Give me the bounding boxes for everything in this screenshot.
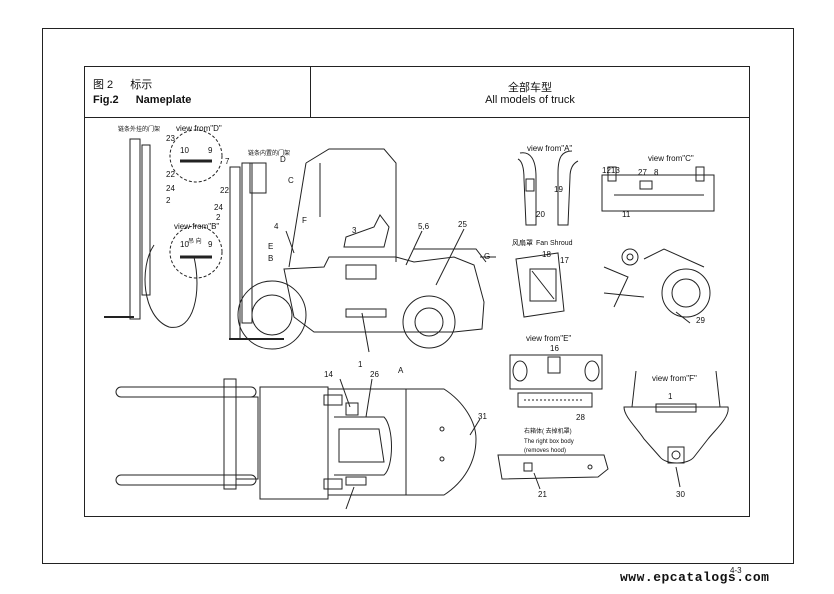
note-mast-outer: 链条外挂的门架: [118, 125, 160, 133]
direction-d: D: [280, 155, 286, 164]
note-mast-inner: 链条内置的门架: [248, 149, 290, 157]
view-a-label: view from"A": [527, 144, 572, 153]
dial-b: [169, 225, 223, 279]
direction-g: G: [484, 252, 490, 261]
view-c-label: view from"C": [648, 154, 694, 163]
callout-29: 29: [696, 316, 705, 325]
callout-26: 26: [370, 370, 379, 379]
callout-9-top: 9: [208, 146, 213, 155]
callout-19: 19: [554, 185, 563, 194]
direction-f: F: [302, 216, 307, 225]
view-f-label: view from"F": [652, 374, 697, 383]
callout-22-a: 22: [166, 170, 175, 179]
detail-view-f: [623, 370, 729, 488]
direction-e: E: [268, 242, 273, 251]
rear-wheel: [402, 295, 456, 349]
callout-30: 30: [676, 490, 685, 499]
key-switch-view: [603, 248, 711, 324]
callout-8: 8: [654, 168, 659, 177]
figure-header: 图 2 标示 Fig.2 Nameplate 全部车型 All models o…: [84, 66, 750, 118]
detail-view-a: [517, 150, 579, 226]
truck-side-view: [104, 129, 496, 353]
detail-view-e: [509, 354, 603, 408]
front-wheel: [237, 280, 307, 350]
callout-24-b: 24: [214, 203, 223, 212]
callout-28: 28: [576, 413, 585, 422]
dial-d: [169, 129, 223, 183]
page-number: 4-3: [730, 566, 742, 575]
fan-shroud-en: Fan Shroud: [536, 240, 573, 247]
callout-24-a: 24: [166, 184, 175, 193]
forklift-nameplate-diagram: 链条外挂的门架 view from"D" 链条内置的门架 view from"B…: [104, 124, 729, 510]
callout-3: 3: [352, 226, 357, 235]
callout-9-bottom: 9: [208, 240, 213, 249]
caption-chinese: 图 2 标示: [93, 76, 166, 92]
models-cell: 全部车型 All models of truck: [311, 67, 749, 117]
callout-10-bottom: 10: [180, 240, 189, 249]
callout-11: 11: [622, 210, 631, 219]
figure-title-cn: 标示: [130, 79, 153, 91]
callout-23: 23: [166, 134, 175, 143]
gauge-circle: [661, 268, 711, 318]
callout-12-13: 1213: [602, 166, 620, 175]
detail-view-c: [601, 166, 715, 212]
direction-b: B: [268, 254, 273, 263]
right-box-body-view: [497, 454, 609, 490]
view-e-label: view from"E": [526, 334, 571, 343]
callout-20: 20: [536, 210, 545, 219]
dial-text: 吊 向: [188, 237, 202, 245]
callout-1-side: 1: [358, 360, 363, 369]
callout-5-6: 5,6: [418, 222, 430, 231]
fan-shroud-cn: 风扇罩: [512, 238, 533, 247]
right-box-cn: 右箱体( 去掉机罩): [524, 427, 572, 435]
callout-22-b: 22: [220, 186, 229, 195]
figure-caption: 图 2 标示 Fig.2 Nameplate: [85, 67, 311, 117]
callout-10-top: 10: [180, 146, 189, 155]
callout-1-f: 1: [668, 392, 673, 401]
models-cn: 全部车型: [508, 82, 552, 94]
direction-a: A: [398, 366, 404, 375]
callout-27: 27: [638, 168, 647, 177]
figure-number-en: Fig.2: [93, 94, 119, 106]
callout-2-b: 2: [216, 213, 221, 222]
page-frame: [42, 28, 794, 564]
callout-7: 7: [225, 157, 230, 166]
figure-box: [84, 117, 750, 517]
callout-18: 18: [542, 250, 551, 259]
callout-17: 17: [560, 256, 569, 265]
right-box-en1: The right box body: [524, 439, 574, 445]
watermark: www.epcatalogs.com: [620, 570, 770, 585]
right-box-en2: (removes hood): [524, 448, 566, 454]
truck-top-view: [115, 378, 481, 510]
callout-21: 21: [538, 490, 547, 499]
view-d-label: view from"D": [176, 124, 222, 133]
models-en: All models of truck: [485, 94, 575, 106]
callout-14: 14: [324, 370, 333, 379]
callout-16: 16: [550, 344, 559, 353]
figure-number-cn: 图 2: [93, 79, 114, 91]
view-b-label: view from"B": [174, 222, 219, 231]
callout-25: 25: [458, 220, 467, 229]
caption-english: Fig.2 Nameplate: [93, 94, 205, 106]
callout-4: 4: [274, 222, 279, 231]
direction-c: C: [288, 176, 294, 185]
figure-title-en: Nameplate: [135, 94, 192, 106]
fan-shroud-view: [515, 252, 565, 318]
callout-31: 31: [478, 412, 487, 421]
callout-2-a: 2: [166, 196, 171, 205]
